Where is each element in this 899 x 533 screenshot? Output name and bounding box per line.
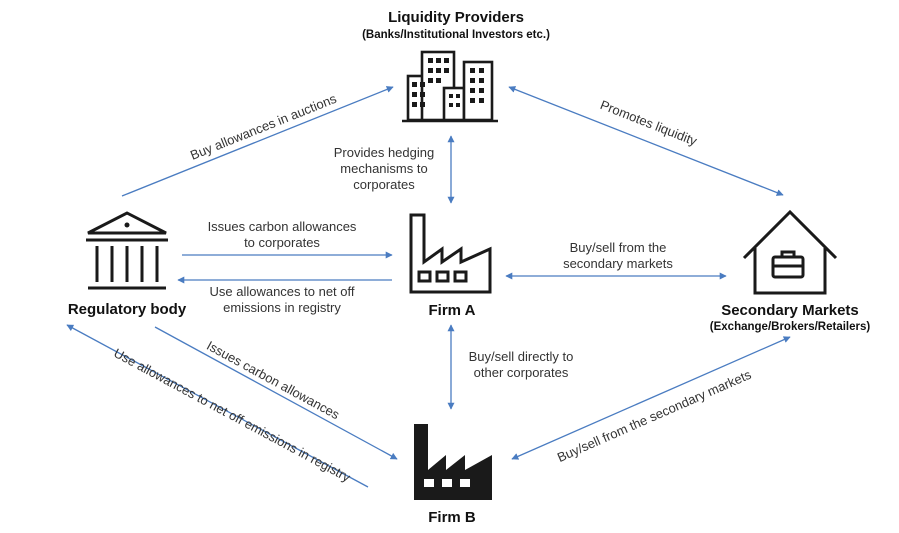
- label-hedging-line-2: mechanisms to: [340, 161, 427, 176]
- label-secondary-firm-b: Buy/sell from the secondary markets: [555, 367, 754, 465]
- bank-icon: [86, 211, 168, 290]
- node-liquidity-providers: Liquidity Providers (Banks/Institutional…: [362, 9, 550, 123]
- edge-labels: Buy allowances in auctions Promotes liqu…: [111, 91, 754, 485]
- label-direct-line-1: Buy/sell directly to: [469, 349, 574, 364]
- factory-solid-icon: [414, 424, 492, 500]
- factory-outline-icon: [409, 213, 492, 294]
- label-issues-firm-a-line-1: Issues carbon allowances: [208, 219, 357, 234]
- regulatory-body-title: Regulatory body: [68, 301, 187, 318]
- bank-pediment-dot: [124, 222, 130, 228]
- label-secondary-firm-a-line-1: Buy/sell from the: [570, 240, 667, 255]
- label-promotes-liquidity: Promotes liquidity: [598, 97, 699, 149]
- liquidity-providers-subtitle: (Banks/Institutional Investors etc.): [362, 29, 550, 41]
- liquidity-providers-title: Liquidity Providers: [388, 9, 524, 26]
- firm-b-title: Firm B: [428, 509, 476, 526]
- secondary-markets-subtitle: (Exchange/Brokers/Retailers): [710, 321, 871, 333]
- arrow-firm-b-secondary: [511, 336, 791, 460]
- house-briefcase-icon: [742, 209, 838, 295]
- arrow-regulator-to-liquidity: [121, 86, 394, 197]
- buildings-icon: [402, 50, 498, 123]
- building-windows: [412, 58, 484, 107]
- factory-windows: [424, 479, 470, 487]
- label-issues-firm-a-line-2: to corporates: [244, 235, 320, 250]
- arrow-regulator-to-firm-b: [154, 326, 398, 460]
- arrows: [66, 86, 791, 488]
- node-firm-b: Firm B: [414, 424, 492, 526]
- node-secondary-markets: Secondary Markets (Exchange/Brokers/Reta…: [710, 209, 871, 333]
- node-regulatory-body: Regulatory body: [68, 211, 187, 318]
- label-buy-auctions: Buy allowances in auctions: [188, 91, 339, 163]
- label-use-firm-a-line-2: emissions in registry: [223, 300, 341, 315]
- label-secondary-firm-a-line-2: secondary markets: [563, 256, 673, 271]
- label-use-firm-a-line-1: Use allowances to net off: [209, 284, 354, 299]
- arrow-liquidity-secondary: [508, 86, 784, 196]
- label-hedging-line-1: Provides hedging: [334, 145, 434, 160]
- secondary-markets-title: Secondary Markets: [721, 302, 859, 319]
- arrow-firm-b-to-regulator: [66, 324, 369, 488]
- firm-a-title: Firm A: [429, 302, 476, 319]
- label-hedging-line-3: corporates: [353, 177, 415, 192]
- label-direct-line-2: other corporates: [474, 365, 569, 380]
- node-firm-a: Firm A: [409, 213, 492, 319]
